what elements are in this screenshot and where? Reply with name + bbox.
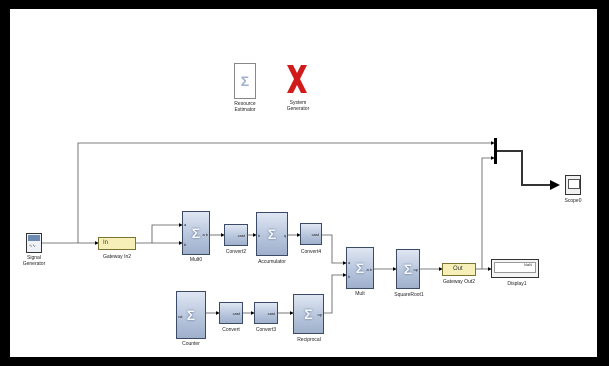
- port-ab: a b: [366, 267, 372, 272]
- accumulator-block[interactable]: Σ b q: [256, 212, 288, 256]
- counter-label: Counter: [182, 341, 200, 347]
- xilinx-logo-icon: Σ: [240, 73, 250, 89]
- xilinx-logo-icon: Σ: [355, 260, 365, 276]
- gateway-in-text: In: [103, 240, 109, 246]
- xilinx-logo-icon: Σ: [267, 226, 277, 242]
- convert3-label: Convert3: [255, 327, 277, 333]
- display1-block[interactable]: NaN: [491, 259, 539, 278]
- mult-label: Mult: [355, 291, 365, 297]
- scope0-label: Scope0: [564, 198, 582, 204]
- port-b: b: [184, 242, 187, 247]
- wire-signal-to-mux: [77, 141, 495, 243]
- scope0-block[interactable]: [565, 175, 581, 195]
- convert-block[interactable]: cast: [219, 302, 243, 324]
- xilinx-logo-icon: Σ: [191, 225, 201, 241]
- gateway-out-text: Out: [453, 266, 463, 272]
- convert2-label: Convert2: [225, 249, 247, 255]
- gateway-in2-label: Gateway In2: [102, 254, 132, 260]
- cast-text: cast: [237, 233, 245, 238]
- resource-estimator-block[interactable]: Σ: [234, 63, 256, 99]
- signal-generator-block[interactable]: ∿∿: [26, 233, 42, 253]
- op-text: op: [413, 267, 418, 272]
- signal-generator-label: Signal Generator: [22, 255, 46, 267]
- convert-label: Convert: [222, 327, 240, 333]
- display-value: NaN: [523, 262, 532, 267]
- wire-gateway-to-mult0: [136, 223, 183, 244]
- convert4-block[interactable]: cast: [300, 223, 322, 245]
- signal-wires: [42, 138, 560, 315]
- port-b: b: [348, 274, 351, 279]
- convert3-block[interactable]: cast: [254, 302, 278, 324]
- convert2-block[interactable]: cast: [224, 224, 248, 246]
- system-generator-label: System Generator: [286, 100, 310, 112]
- cast-text: cast: [232, 311, 240, 316]
- xilinx-logo-icon: Σ: [403, 261, 413, 277]
- cast-text: cast: [311, 232, 319, 237]
- display1-label: Display1: [507, 281, 527, 287]
- port-b: b: [258, 233, 261, 238]
- op-text: op: [317, 312, 322, 317]
- xilinx-logo-icon: Σ: [186, 307, 196, 323]
- mux-block: [494, 138, 497, 164]
- port-rst: rst: [178, 314, 183, 319]
- system-generator-block[interactable]: [284, 61, 310, 97]
- squareroot-label: SquareRoot1: [394, 292, 424, 298]
- resource-estimator-label: Resource Estimator: [234, 101, 256, 113]
- gateway-out2-label: Gateway Out2: [443, 279, 475, 285]
- xilinx-logo-icon: Σ: [304, 306, 313, 322]
- port-a: a: [348, 260, 351, 265]
- mult-block[interactable]: Σ a b a b: [346, 247, 374, 289]
- mult0-block[interactable]: Σ a b a b: [182, 211, 210, 255]
- convert4-label: Convert4: [300, 249, 322, 255]
- reciprocal-block[interactable]: Σ op: [293, 294, 324, 334]
- reciprocal-label: Reciprocal: [297, 337, 321, 343]
- mult0-label: Mult0: [189, 257, 203, 263]
- accumulator-label: Accumulator: [258, 259, 286, 265]
- gateway-in2-block[interactable]: In: [98, 237, 136, 250]
- counter-block[interactable]: Σ rst: [176, 291, 206, 339]
- cast-text: cast: [267, 311, 275, 316]
- port-q: q: [283, 233, 286, 238]
- model-canvas[interactable]: Σ Resource Estimator System Generator ∿∿…: [10, 9, 597, 357]
- port-ab: a b: [202, 232, 208, 237]
- wire-mux-to-scope: [497, 150, 560, 190]
- gateway-out2-block[interactable]: Out: [442, 263, 476, 276]
- port-a: a: [184, 222, 187, 227]
- xilinx-red-logo-icon: [287, 65, 307, 93]
- squareroot-block[interactable]: Σ op: [396, 249, 420, 289]
